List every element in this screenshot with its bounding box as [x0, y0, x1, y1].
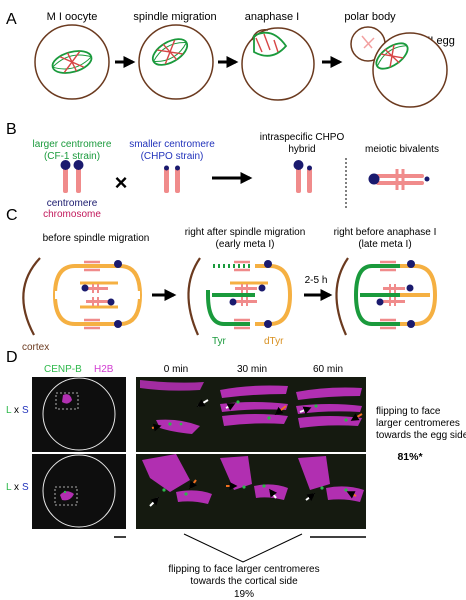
row2-x: x [14, 482, 19, 493]
bivalents-title: meiotic bivalents [365, 144, 439, 155]
spindle-late-meta-i [335, 257, 438, 336]
row2-s: S [22, 482, 29, 493]
cortex-label: cortex [22, 342, 49, 353]
panel-c-label: C [6, 207, 18, 224]
row1-l: L [6, 405, 12, 416]
stage-label-mi-oocyte: M I oocyte [47, 11, 98, 23]
cell-mii-egg [350, 26, 448, 108]
frame-row2-60min [290, 454, 366, 529]
hybrid-chromosome-pair [293, 160, 312, 193]
bottom-text-1: flipping to face larger centromeres [168, 564, 319, 575]
spindle-early-meta-i: Tyr dTyr [187, 257, 293, 347]
spindle-4 [375, 42, 409, 70]
time-label: 2-5 h [305, 275, 328, 286]
row-label-2: L x S [6, 482, 29, 493]
cell-anaphase-i [241, 27, 315, 101]
spindle-1 [51, 50, 93, 74]
frame-row2-30min [214, 454, 290, 529]
frame-row1-60min [290, 377, 366, 452]
spindle-3 [253, 31, 288, 57]
cell-mi-oocyte [34, 24, 110, 100]
panel-a-label: A [6, 11, 17, 28]
smaller-chromosome-pair [164, 165, 180, 193]
row2-l: L [6, 482, 12, 493]
after-migration-label: right after spindle migration [185, 227, 306, 238]
bottom-percent: 19% [234, 589, 254, 600]
smaller-centromere-strain: (CHPO strain) [141, 151, 204, 162]
panel-a-stage-labels: M I oocyte spindle migration anaphase I … [47, 11, 455, 47]
stage-label-polar-body: polar body [344, 11, 396, 23]
row1-x: x [14, 405, 19, 416]
overview-image-row1 [32, 377, 126, 452]
cell-spindle-migration [138, 24, 214, 100]
cortex-line [22, 257, 41, 336]
hybrid-subtitle: hybrid [288, 144, 315, 155]
right-text-2: larger centromeres [376, 418, 460, 429]
panel-b-label: B [6, 121, 17, 138]
right-text-1: flipping to face [376, 406, 441, 417]
before-anaphase-label: right before anaphase I [334, 227, 437, 238]
right-text-3: towards the egg side [376, 430, 466, 441]
time-30: 30 min [237, 364, 267, 375]
panel-d-label: D [6, 349, 18, 366]
centromere-small [175, 165, 180, 171]
after-migration-sub: (early meta I) [216, 239, 275, 250]
legend-cenpb: CENP-B [44, 364, 82, 375]
smaller-centromere-title: smaller centromere [129, 139, 215, 150]
spindle-2 [151, 38, 189, 66]
tyr-label: Tyr [212, 336, 227, 347]
larger-chromosome-pair [60, 160, 84, 193]
frame-row1-0min [136, 377, 214, 452]
hybrid-title: intraspecific CHPO [260, 132, 345, 143]
larger-centromere-strain: (CF-1 strain) [44, 151, 100, 162]
row1-s: S [22, 405, 29, 416]
cross-symbol: × [115, 170, 128, 195]
centromere-small [164, 165, 169, 171]
meiotic-bivalent [368, 169, 430, 190]
row-label-1: L x S [6, 405, 29, 416]
stage-label-anaphase-i: anaphase I [245, 11, 299, 23]
time-60: 60 min [313, 364, 343, 375]
larger-centromere-title: larger centromere [33, 139, 112, 150]
stage-label-spindle-migration: spindle migration [133, 11, 216, 23]
spindle-before-migration: cortex [22, 257, 143, 353]
before-anaphase-sub: (late meta I) [358, 239, 411, 250]
right-percent: 81%* [397, 451, 423, 463]
centromere-large [60, 160, 71, 170]
centromere-legend: centromere [47, 198, 98, 209]
bottom-text-2: towards the cortical side [190, 576, 298, 587]
dtyr-label: dTyr [264, 336, 284, 347]
before-migration-label: before spindle migration [43, 233, 150, 244]
centromere-large [73, 160, 84, 170]
legend-h2b: H2B [94, 364, 114, 375]
chromosome-legend: chromosome [43, 209, 101, 220]
frame-row1-30min [214, 377, 290, 452]
time-0: 0 min [164, 364, 188, 375]
frame-row2-0min [136, 454, 214, 529]
overview-image-row2 [32, 454, 126, 529]
bottom-bracket [183, 533, 303, 563]
